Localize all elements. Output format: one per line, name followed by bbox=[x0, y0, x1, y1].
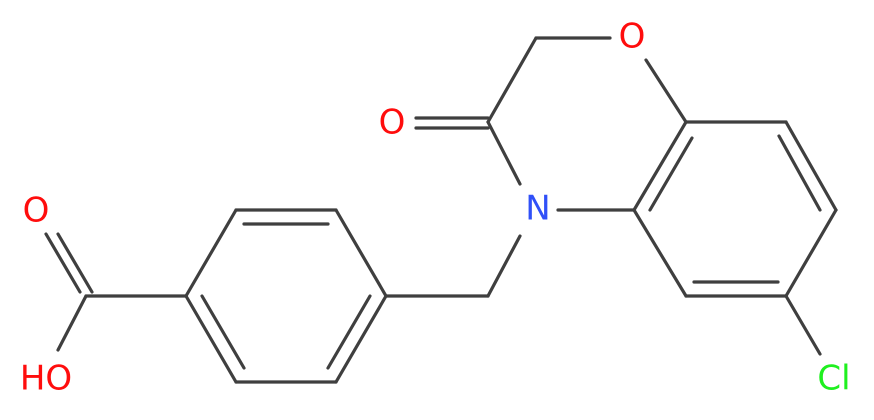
atom-chlorine: Cl bbox=[817, 359, 850, 399]
atom-carbonyl-oxygen: O bbox=[379, 103, 406, 143]
bond-cooh-oh bbox=[56, 294, 88, 352]
bond-c6-c1-inner bbox=[326, 294, 372, 370]
bond-c4-c5-inner bbox=[200, 294, 246, 370]
bond-c4a-c8a bbox=[632, 120, 688, 212]
bond-c5-c4a bbox=[632, 208, 688, 298]
bond-c1-c2 bbox=[334, 208, 388, 298]
bond-c8-c7-inner bbox=[777, 134, 822, 212]
bond-c4-c5 bbox=[184, 294, 238, 384]
bond-ch2-c3 bbox=[486, 36, 538, 124]
bond-cooh-o-double-a bbox=[44, 232, 82, 294]
bond-c3-c4 bbox=[184, 208, 238, 298]
atom-acid-hydroxyl: HO bbox=[20, 359, 72, 399]
bond-c6-cl bbox=[784, 294, 822, 356]
bond-c3-n bbox=[486, 120, 522, 186]
atom-ring-oxygen: O bbox=[619, 17, 646, 57]
bond-c6-c1 bbox=[334, 294, 388, 384]
atom-acid-carbonyl-oxygen: O bbox=[23, 191, 50, 231]
bond-o-c8a bbox=[644, 58, 688, 124]
atom-labels: O O N O HO Cl bbox=[20, 17, 851, 399]
atom-ring-nitrogen: N bbox=[525, 189, 550, 229]
bonds bbox=[44, 36, 838, 384]
bond-n-ch2 bbox=[486, 234, 522, 298]
bond-c4a-c8a-inner bbox=[648, 136, 694, 212]
bond-c7-c6 bbox=[784, 208, 838, 298]
bond-cooh-o-double-b bbox=[56, 232, 94, 294]
bond-c8-c7 bbox=[784, 120, 838, 212]
